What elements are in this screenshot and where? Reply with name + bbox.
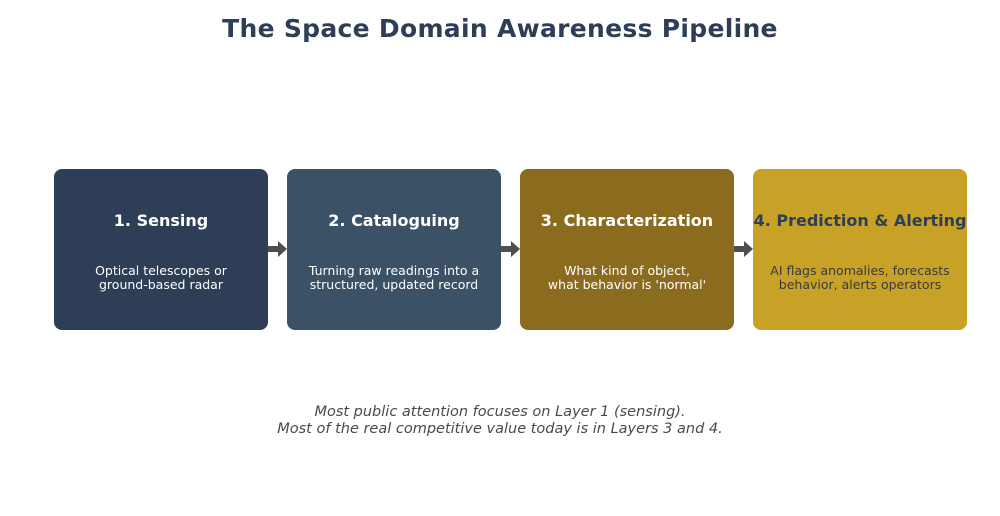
- stage-description: What kind of object, what behavior is 'n…: [520, 264, 734, 292]
- stage-title: 2. Cataloguing: [328, 211, 460, 230]
- stage-title: 3. Characterization: [540, 211, 714, 230]
- stage-description: Optical telescopes or ground-based radar: [54, 264, 268, 292]
- stage-description-line: Optical telescopes or: [95, 263, 227, 278]
- stage-description-line: AI flags anomalies, forecasts: [770, 263, 950, 278]
- stage-description-line: what behavior is 'normal': [547, 277, 707, 292]
- stage-box-characterization: 3. Characterization What kind of object,…: [520, 169, 734, 330]
- stage-description: AI flags anomalies, forecasts behavior, …: [753, 264, 967, 292]
- stage-box-prediction-alerting: 4. Prediction & Alerting AI flags anomal…: [753, 169, 967, 330]
- stage-box-cataloguing: 2. Cataloguing Turning raw readings into…: [287, 169, 501, 330]
- stage-title: 1. Sensing: [113, 211, 209, 230]
- stage-description: Turning raw readings into a structured, …: [287, 264, 501, 292]
- caption: Most public attention focuses on Layer 1…: [0, 404, 1000, 438]
- arrow-right-icon: [734, 241, 753, 257]
- stage-description-line: behavior, alerts operators: [778, 277, 942, 292]
- stage-description-line: structured, updated record: [309, 277, 479, 292]
- caption-line: Most public attention focuses on Layer 1…: [314, 404, 686, 420]
- stage-description-line: ground-based radar: [99, 277, 223, 292]
- stage-description-line: Turning raw readings into a: [308, 263, 480, 278]
- stage-title: 4. Prediction & Alerting: [753, 211, 967, 230]
- caption-line: Most of the real competitive value today…: [277, 421, 723, 437]
- arrow-right-icon: [268, 241, 287, 257]
- stage-description-line: What kind of object,: [564, 263, 690, 278]
- arrow-right-icon: [501, 241, 520, 257]
- diagram-title: The Space Domain Awareness Pipeline: [222, 14, 778, 43]
- stage-box-sensing: 1. Sensing Optical telescopes or ground-…: [54, 169, 268, 330]
